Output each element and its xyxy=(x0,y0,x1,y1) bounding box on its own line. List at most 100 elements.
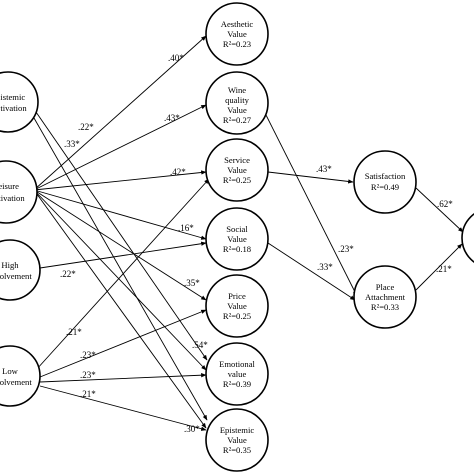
node-text: R²=0.27 xyxy=(223,115,252,125)
edge-low-to-price xyxy=(39,309,207,378)
edge-epistemic-to-epistemic-value xyxy=(33,117,208,421)
node-text: Value xyxy=(227,29,247,39)
node-text: Social xyxy=(226,224,248,234)
edge-social-to-place xyxy=(267,242,356,301)
node-text: motivation xyxy=(0,193,25,203)
node-outcome xyxy=(461,213,474,263)
node-service-value: Service Value R²=0.25 xyxy=(205,138,269,202)
node-price-value: Price Value R²=0.25 xyxy=(205,274,269,338)
label-wine-place: .23* xyxy=(338,244,354,254)
node-text: Attachment xyxy=(365,292,406,302)
node-place-attachment: Place Attachment R²=0.33 xyxy=(353,265,417,329)
label-low-emotional: .23* xyxy=(80,370,96,380)
node-text: R²=0.49 xyxy=(371,182,399,192)
label-low-price: .23* xyxy=(80,350,96,360)
edge-low-to-epistemic-value xyxy=(39,385,207,431)
node-low-involvement: Low Involvement xyxy=(0,345,41,407)
node-text: Value xyxy=(227,165,247,175)
edge-leisure-to-service xyxy=(33,170,207,191)
node-text: R²=0.23 xyxy=(223,39,251,49)
path-labels: .40* .43* .22* .33* .42* .16* .22* .35* … xyxy=(60,53,453,434)
label-satisfaction-outcome: .62* xyxy=(437,199,453,209)
node-text: Emotional xyxy=(219,359,255,369)
node-text: R²=0.35 xyxy=(223,445,251,455)
node-service-value-circle xyxy=(205,138,269,202)
node-leisure-motivation-circle xyxy=(0,160,38,224)
node-text: Involvement xyxy=(0,271,32,281)
node-leisure-motivation: Leisure motivation xyxy=(0,160,38,224)
node-satisfaction: Satisfaction R²=0.49 xyxy=(353,150,417,214)
label-high-social: .22* xyxy=(60,269,76,279)
node-emotional-value: Emotional value R²=0.39 xyxy=(205,342,269,406)
node-text: Satisfaction xyxy=(365,171,406,181)
label-epistemic-epistemic-value: .33* xyxy=(64,139,80,149)
node-text: Value xyxy=(227,435,247,445)
node-price-value-circle xyxy=(205,274,269,338)
node-satisfaction-circle xyxy=(353,150,417,214)
edge-satisfaction-to-outcome xyxy=(415,187,464,233)
node-text: Service xyxy=(224,155,250,165)
edge-low-to-emotional xyxy=(39,373,207,383)
edge-place-to-outcome xyxy=(415,243,463,291)
node-text: Value xyxy=(227,234,247,244)
edge-leisure-to-social xyxy=(33,189,207,240)
node-wine-quality-value-circle xyxy=(205,71,269,135)
node-text: Low xyxy=(2,366,19,376)
label-low-epistemic: .21* xyxy=(80,389,96,399)
edge-leisure-to-wine xyxy=(33,104,207,191)
node-text: R²=0.18 xyxy=(223,244,251,254)
node-high-involvement: High Involvement xyxy=(0,239,41,301)
node-text: Leisure xyxy=(0,181,19,191)
edge-leisure-to-emotional xyxy=(33,189,207,371)
node-text: motivation xyxy=(0,103,27,113)
node-text: quality xyxy=(225,95,250,105)
label-social-place: .33* xyxy=(317,262,333,272)
edge-leisure-to-aesthetic xyxy=(33,35,207,191)
node-aesthetic-value: Aesthetic Value R²=0.23 xyxy=(205,2,269,66)
label-leisure-wine: .43* xyxy=(164,113,180,123)
node-epistemic-value: Epistemic Value R²=0.35 xyxy=(205,408,269,472)
node-wine-quality-value: Wine quality Value R²=0.27 xyxy=(205,71,269,135)
node-text: Wine xyxy=(228,85,246,95)
edge-wine-to-place xyxy=(265,114,358,297)
label-low-social: .16* xyxy=(178,223,194,233)
node-epistemic-motivation: Epistemic motivation xyxy=(0,71,39,133)
label-leisure-service: .42* xyxy=(170,167,186,177)
node-social-value: Social Value R²=0.18 xyxy=(205,207,269,271)
node-text: Place xyxy=(376,282,395,292)
edge-epistemic-to-emotional xyxy=(35,111,208,361)
node-text: Epistemic xyxy=(220,425,255,435)
edges xyxy=(33,35,464,431)
label-leisure-epistemic: .30* xyxy=(184,424,200,434)
label-epistemic-emotional: .22* xyxy=(78,122,94,132)
node-aesthetic-value-circle xyxy=(205,2,269,66)
node-low-involvement-circle xyxy=(0,345,41,407)
node-epistemic-value-circle xyxy=(205,408,269,472)
node-text: Involvement xyxy=(0,377,32,387)
node-epistemic-motivation-circle xyxy=(0,71,39,133)
edge-leisure-to-price xyxy=(33,189,207,301)
node-text: R²=0.25 xyxy=(223,311,251,321)
edge-high-to-social xyxy=(39,241,207,269)
label-leisure-price: .35* xyxy=(184,278,200,288)
label-leisure-aesthetic: .40* xyxy=(168,53,184,63)
edge-service-to-satisfaction xyxy=(267,171,354,184)
edge-leisure-to-epistemic-value xyxy=(33,189,207,429)
node-emotional-value-circle xyxy=(205,342,269,406)
node-text: Value xyxy=(227,301,247,311)
node-outcome-circle xyxy=(461,213,474,263)
node-text: Epistemic xyxy=(0,92,25,102)
node-text: Value xyxy=(227,105,247,115)
label-leisure-emotional: .54* xyxy=(192,340,208,350)
node-social-value-circle xyxy=(205,207,269,271)
node-text: R²=0.25 xyxy=(223,175,251,185)
node-text: R²=0.39 xyxy=(223,379,251,389)
label-low-service: .21* xyxy=(66,327,82,337)
node-text: High xyxy=(1,260,19,270)
node-text: R²=0.33 xyxy=(371,302,399,312)
node-text: Aesthetic xyxy=(221,19,254,29)
label-service-satisfaction: .43* xyxy=(316,164,332,174)
edge-low-to-service xyxy=(35,178,210,371)
node-text: Price xyxy=(228,291,246,301)
